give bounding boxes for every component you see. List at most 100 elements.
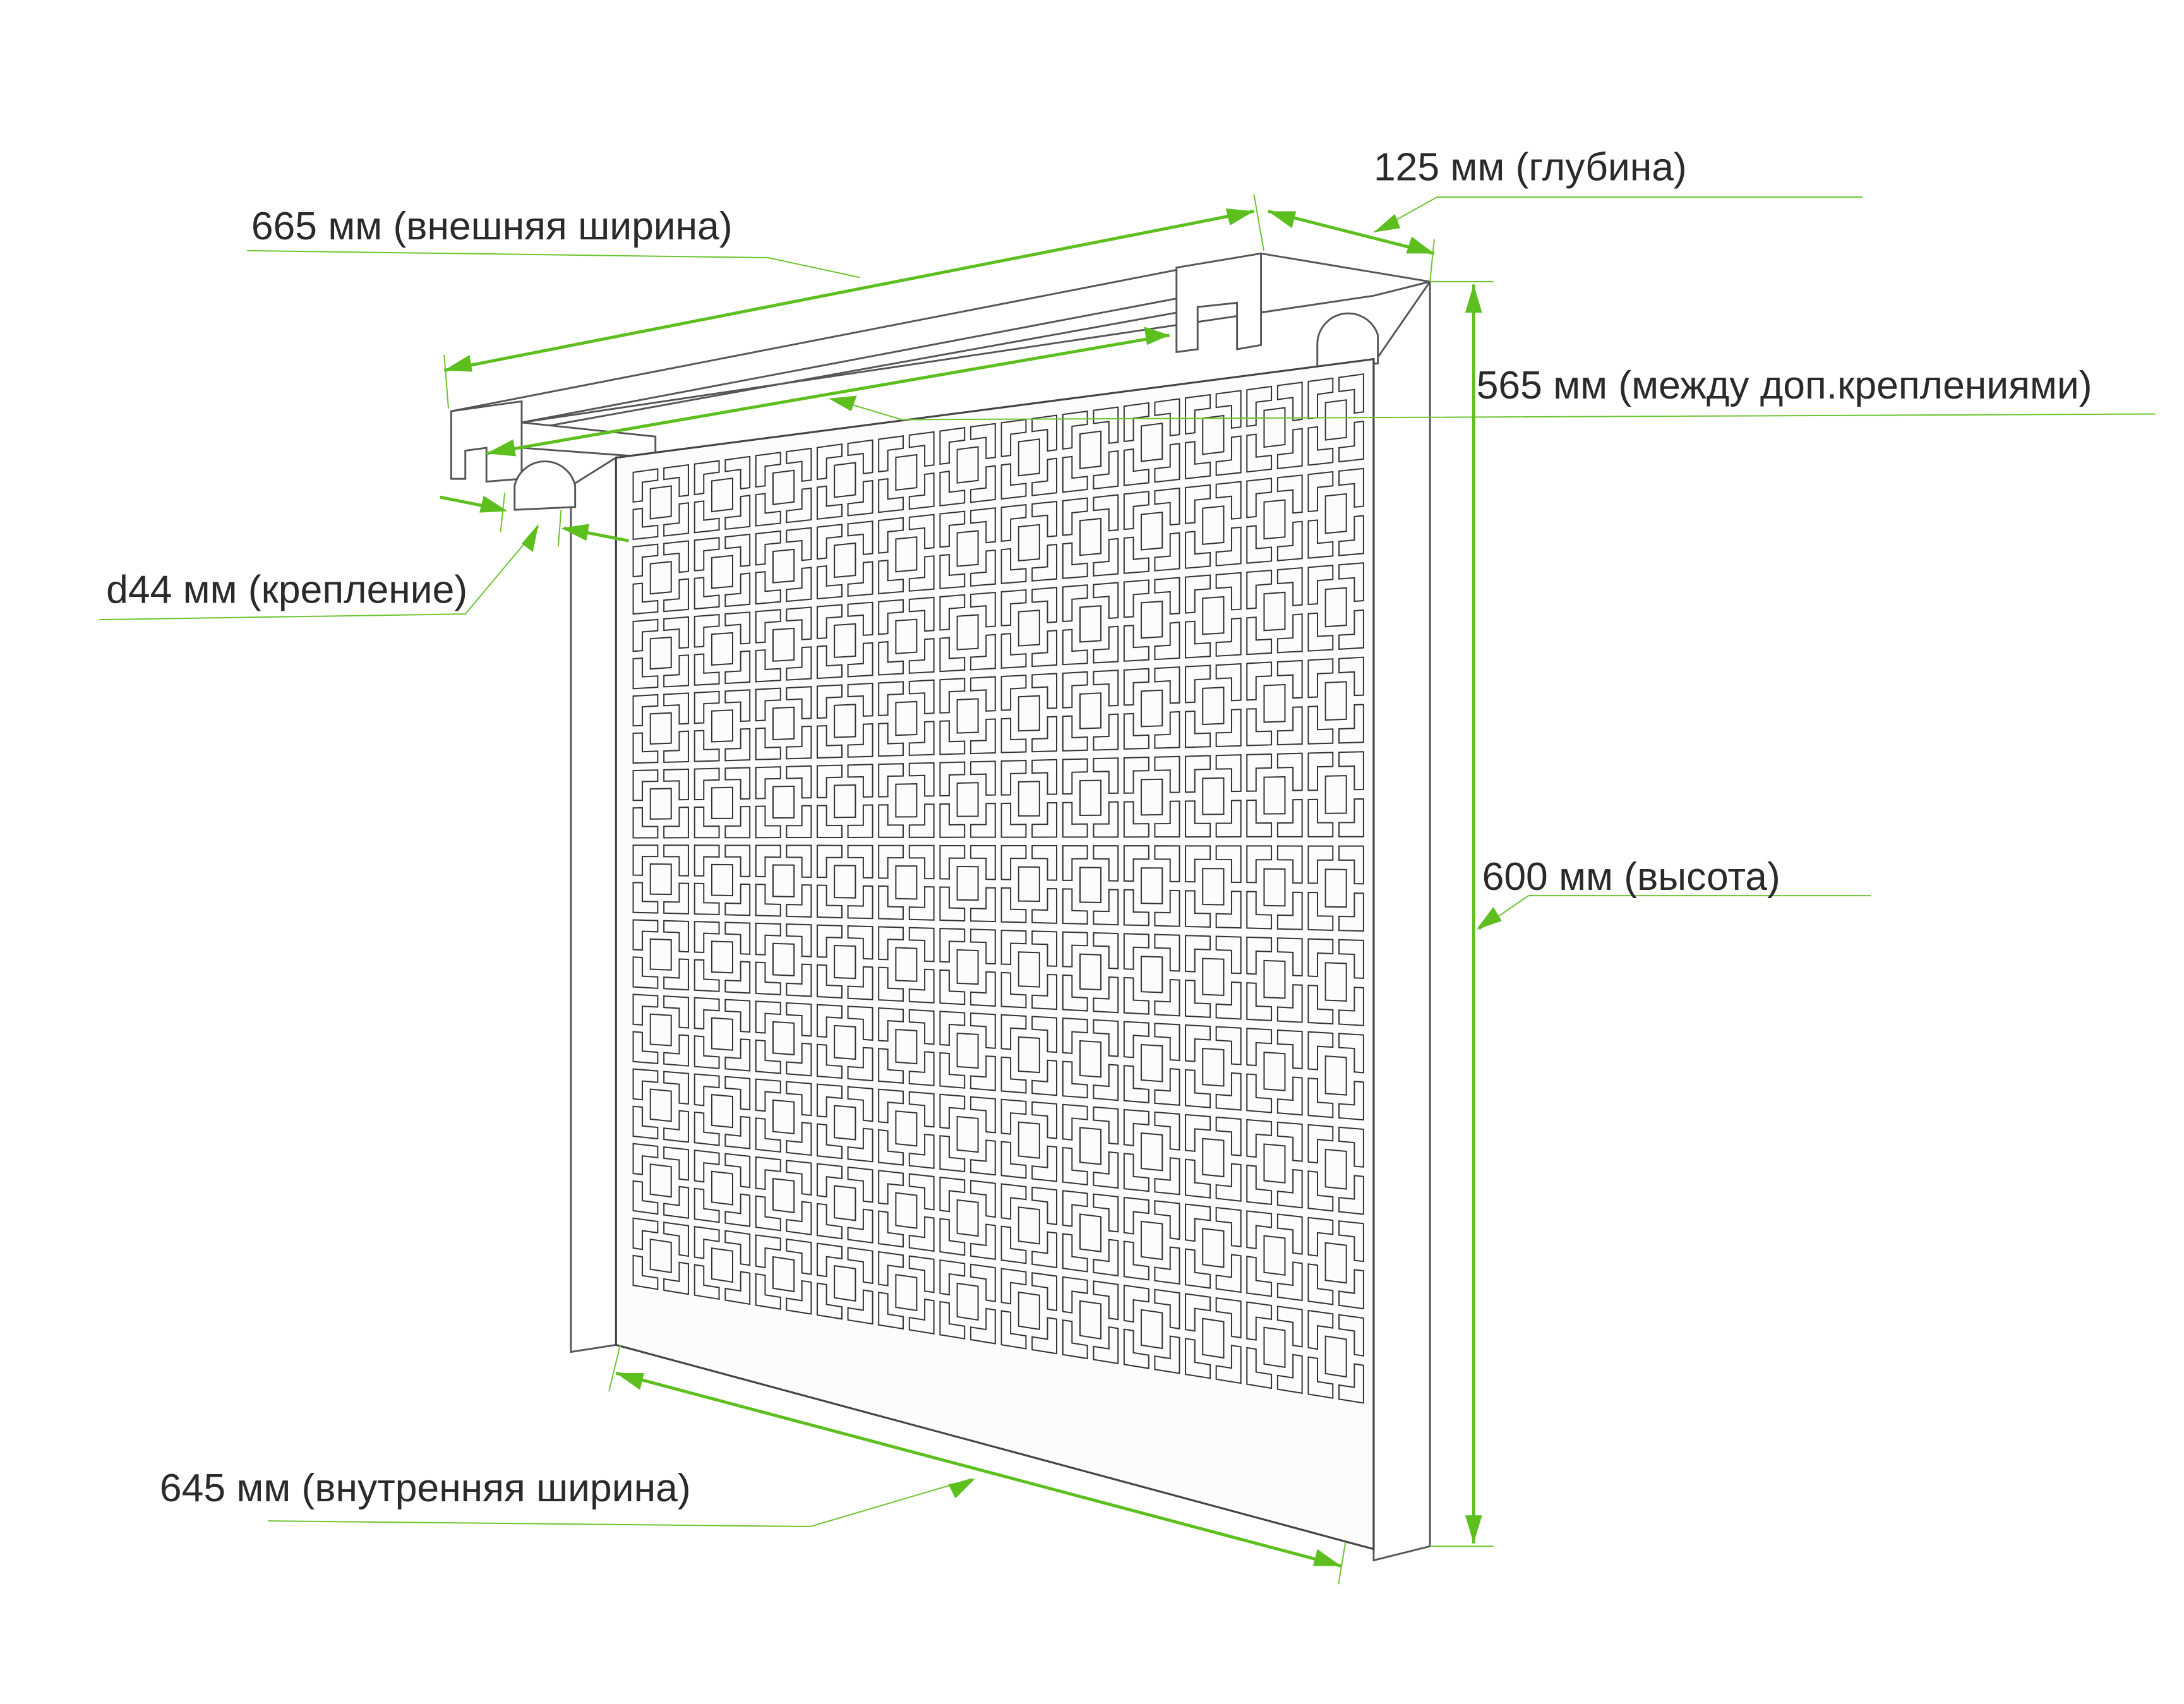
lattice-cell — [1185, 1203, 1242, 1293]
lattice-cell — [1185, 481, 1242, 569]
lattice-cutout — [786, 646, 812, 681]
lattice-cutout — [1263, 1051, 1286, 1091]
lattice-cutout — [1246, 616, 1273, 656]
lattice-cutout — [1031, 1101, 1058, 1139]
lattice-cutout — [1093, 1326, 1119, 1365]
lattice-cutout — [939, 1300, 966, 1340]
lattice-cutout — [1017, 1206, 1040, 1245]
lattice-cutout — [1141, 689, 1163, 728]
lattice-cutout — [711, 940, 733, 974]
lattice-cutout — [1246, 799, 1273, 837]
lattice-cutout — [956, 1032, 979, 1069]
lattice-cutout — [1154, 1023, 1180, 1062]
lattice-cutout — [755, 961, 781, 995]
lattice-cutout — [772, 942, 795, 976]
lattice-cutout — [1338, 1033, 1364, 1074]
lattice-cutout — [816, 1004, 843, 1038]
lattice-cutout — [1031, 1186, 1058, 1225]
lattice-cutout — [1202, 1317, 1225, 1359]
lattice-cutout — [895, 536, 918, 573]
lattice-cell — [693, 844, 751, 916]
lattice-cutout — [711, 1017, 733, 1051]
lattice-cutout — [1093, 1064, 1119, 1101]
lattice-cutout — [693, 767, 720, 801]
lattice-cutout — [1276, 891, 1303, 930]
lattice-cutout — [693, 1187, 720, 1223]
lattice-cutout — [1215, 845, 1242, 884]
lattice-cell — [939, 1259, 996, 1345]
lattice-cutout — [772, 706, 795, 741]
lattice-cell — [878, 926, 935, 1004]
lattice-cutout — [970, 1012, 996, 1049]
lattice-cutout — [1324, 1148, 1347, 1190]
lattice-cutout — [1307, 845, 1334, 884]
lattice-cell — [1000, 929, 1058, 1011]
lattice-cutout — [1062, 931, 1088, 968]
lattice-cutout — [632, 919, 659, 951]
lattice-cutout — [1017, 951, 1040, 988]
lattice-cutout — [834, 542, 856, 579]
lattice-cell — [1062, 582, 1119, 666]
lattice-cutout — [663, 882, 689, 915]
lattice-cutout — [1263, 407, 1286, 448]
lattice-cell — [632, 844, 689, 915]
lattice-cutout — [663, 464, 689, 498]
lattice-cutout — [649, 561, 672, 595]
lattice-cutout — [724, 650, 751, 685]
lattice-cell — [1185, 845, 1242, 929]
lattice-cutout — [1338, 609, 1364, 650]
lattice-cutout — [1215, 481, 1242, 520]
lattice-cutout — [772, 1099, 795, 1135]
lattice-cutout — [1338, 467, 1364, 508]
label-depth: 125 мм (глубина) — [1374, 145, 1687, 189]
lattice-cutout — [970, 591, 996, 628]
lattice-cutout — [649, 1163, 672, 1198]
lattice-cutout — [755, 1273, 781, 1310]
lattice-cutout — [1276, 613, 1303, 654]
lattice-cell — [632, 1068, 689, 1143]
lattice-cutout — [1093, 1106, 1119, 1145]
lattice-cutout — [878, 517, 904, 554]
lattice-cutout — [772, 1021, 795, 1055]
lattice-cutout — [1324, 775, 1347, 814]
lattice-cutout — [895, 700, 918, 736]
lattice-cutout — [772, 548, 795, 584]
lattice-cell — [1246, 474, 1303, 564]
lattice-cutout — [1000, 802, 1027, 838]
lattice-cutout — [786, 487, 812, 524]
lattice-cutout — [755, 1117, 781, 1153]
lattice-cutout — [1307, 471, 1334, 513]
lattice-cutout — [1123, 933, 1149, 970]
lattice-cutout — [1093, 494, 1119, 532]
lattice-cutout — [724, 1115, 751, 1149]
lattice-cutout — [970, 1180, 996, 1218]
lattice-cell — [816, 924, 873, 1000]
lattice-cell — [1123, 666, 1180, 750]
lattice-cell — [693, 921, 751, 994]
lattice-cutout — [649, 485, 672, 520]
lattice-cutout — [939, 1011, 966, 1046]
lattice-cutout — [816, 1123, 843, 1160]
lattice-cutout — [939, 761, 966, 797]
lattice-cutout — [1185, 1113, 1211, 1152]
lattice-cell — [1123, 933, 1180, 1017]
lattice-cutout — [816, 524, 843, 560]
lattice-cell — [1185, 572, 1242, 659]
lattice-cutout — [1338, 1269, 1364, 1310]
lattice-cutout — [1154, 1068, 1180, 1106]
lattice-cutout — [1276, 1168, 1303, 1209]
lattice-cutout — [1338, 421, 1364, 463]
lattice-cutout — [1185, 393, 1211, 435]
lattice-cutout — [908, 803, 935, 838]
lattice-cutout — [970, 1096, 996, 1134]
lattice-cutout — [1017, 609, 1040, 647]
lattice-cutout — [1031, 930, 1058, 967]
lattice-cutout — [1154, 1157, 1180, 1196]
lattice-cutout — [1185, 1293, 1211, 1332]
lattice-cutout — [908, 555, 935, 592]
lattice-cutout — [1093, 450, 1119, 490]
lattice-cutout — [632, 1180, 659, 1215]
lattice-cutout — [786, 686, 812, 720]
lattice-cutout — [1079, 692, 1102, 729]
